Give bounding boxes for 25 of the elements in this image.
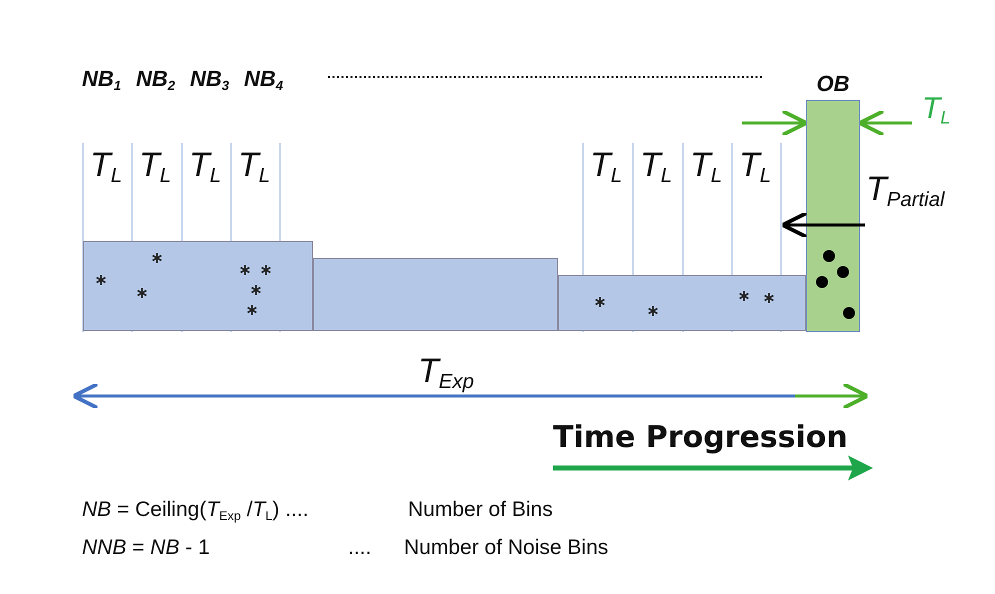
duration-label: T$_{L}$ — [922, 92, 950, 128]
bin-label: NB$_{1}$ — [82, 66, 122, 93]
bin-label: NB$_{2}$ — [136, 66, 176, 93]
duration-label: T$_{L}$ — [739, 146, 772, 188]
formula-note: Number of Bins — [408, 498, 553, 522]
duration-label: T$_{L}$ — [590, 146, 622, 188]
formula-note: .... — [348, 536, 372, 560]
duration-label: T$_{L}$ — [690, 146, 722, 188]
duration-label: T$_{L}$ — [90, 146, 122, 188]
bin-bar — [558, 275, 806, 331]
duration-label: T$_{L}$ — [139, 146, 172, 188]
formula: NNB = NB - 1 — [82, 536, 210, 560]
bin-bar — [313, 258, 558, 331]
duration-label: T$_{L}$ — [238, 146, 270, 188]
bin-label: NB$_{3}$ — [190, 66, 230, 93]
bin-bar — [83, 241, 313, 331]
duration-label: T$_{L}$ — [189, 146, 222, 188]
duration-label: T$_{Exp}$ — [418, 352, 474, 394]
formula-note: Number of Noise Bins — [404, 536, 608, 560]
duration-label: T$_{L}$ — [640, 146, 672, 188]
bin-label: NB$_{4}$ — [244, 66, 284, 93]
axis-title: Time Progression — [553, 420, 848, 455]
duration-label: T$_{Partial}$ — [866, 170, 945, 212]
formula: NB = Ceiling(T$_{Exp}$ /T$_{L}$) .... — [82, 498, 309, 523]
bin-label: OB — [816, 71, 850, 97]
